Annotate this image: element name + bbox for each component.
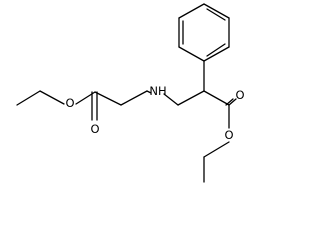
phenyl-inner-bond-2 xyxy=(206,8,226,21)
bond-ch2-ch-right xyxy=(177,90,205,106)
bond-carbonyl-ch2-left xyxy=(94,91,122,106)
phenyl-inner-bond-3 xyxy=(206,43,226,57)
phenyl-bond-4 xyxy=(203,3,230,19)
bond-ch2-ch2-left xyxy=(120,90,148,106)
bond-ch2-nh xyxy=(146,90,152,94)
bond-nh-ch2-right xyxy=(163,93,179,106)
phenyl-bond-1 xyxy=(178,46,205,62)
bond-o-ch2-right xyxy=(203,141,230,158)
phenyl-bond-6 xyxy=(203,46,230,62)
oxygen-atom-carbonyl-left: O xyxy=(90,122,99,136)
bond-carbonyl-double-right-b xyxy=(228,98,237,106)
oxygen-atom-carbonyl-right: O xyxy=(235,88,244,102)
bond-carbonyl-double-right-a xyxy=(225,98,234,106)
bond-ethyl-ch3-ch2-left xyxy=(16,90,41,106)
oxygen-atom-ester-left: O xyxy=(65,96,74,110)
phenyl-bond-3 xyxy=(178,3,205,19)
bond-ch-carbonyl-right xyxy=(203,90,230,106)
amine-atom: NH xyxy=(149,84,166,98)
bond-ethyl-ch2-o-left xyxy=(39,90,65,105)
chemical-structure-diagram: O O NH O O xyxy=(16,3,245,183)
oxygen-atom-ester-right: O xyxy=(224,128,233,142)
